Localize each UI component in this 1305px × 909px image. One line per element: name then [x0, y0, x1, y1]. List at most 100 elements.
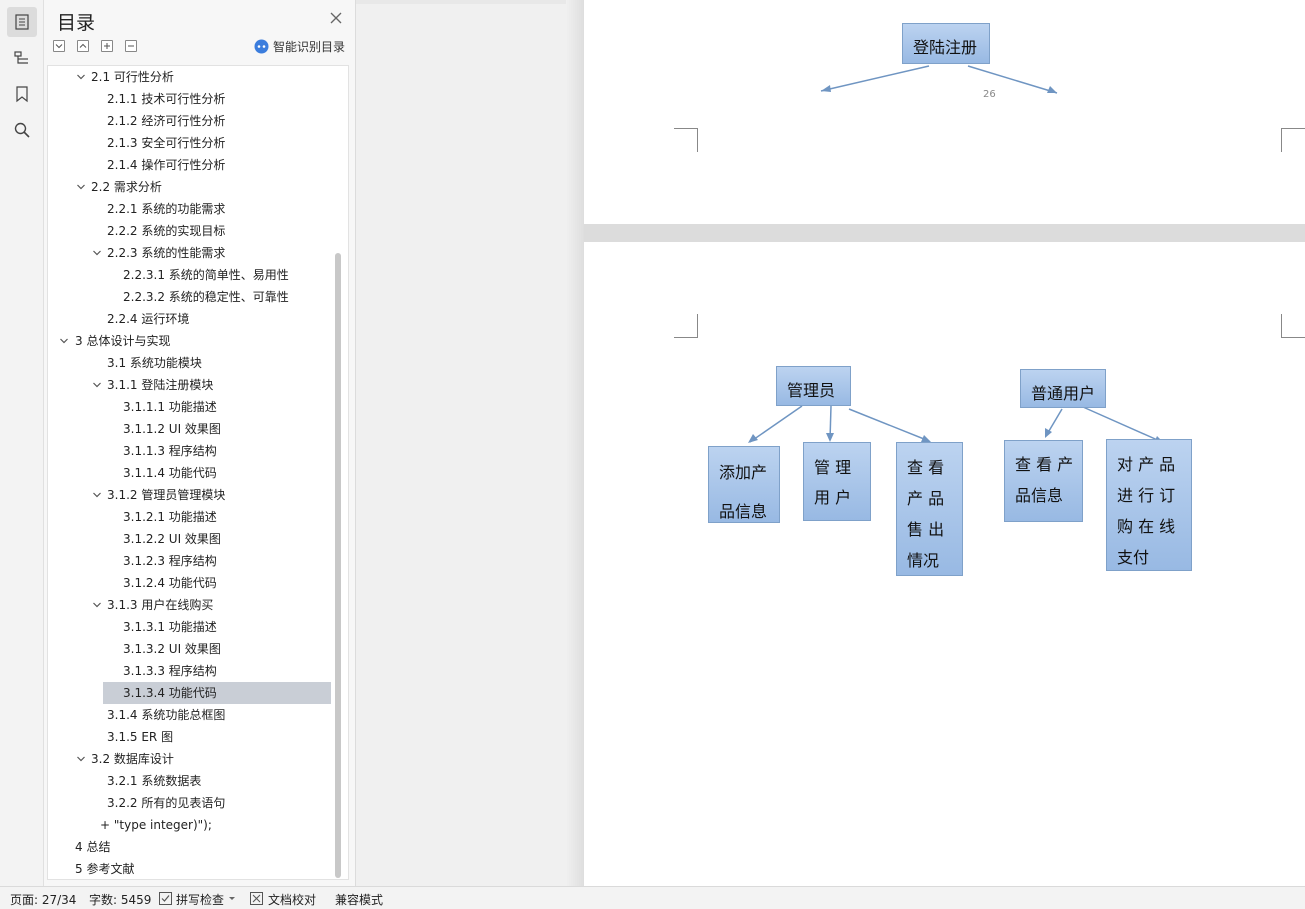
toc-item[interactable]: 3.1.1.2 UI 效果图 — [48, 418, 338, 440]
toc-item[interactable]: 3 总体设计与实现 — [48, 330, 338, 352]
document-area[interactable]: 登陆注册 26 管理员 — [356, 0, 1305, 886]
chevron-down-icon — [55, 44, 63, 49]
document-page-1[interactable]: 登陆注册 26 — [584, 0, 1305, 224]
toc-item[interactable]: 2.2 需求分析 — [48, 176, 338, 198]
toc-item[interactable]: 2.1.3 安全可行性分析 — [48, 132, 338, 154]
toc-item-label: 2.2.3.2 系统的稳定性、可靠性 — [123, 290, 289, 304]
toc-item[interactable]: 3.1.1.4 功能代码 — [48, 462, 338, 484]
toc-scrollbar[interactable] — [335, 253, 341, 878]
smart-toc-label: 智能识别目录 — [273, 40, 346, 54]
smart-toc-button[interactable]: 智能识别目录 — [254, 38, 345, 55]
toc-item[interactable]: 3.1.5 ER 图 — [48, 726, 338, 748]
page-indicator[interactable]: 页面: 27/34 — [10, 893, 77, 907]
toc-item[interactable]: 3.1.2.3 程序结构 — [48, 550, 338, 572]
caret-down-icon[interactable] — [228, 892, 236, 905]
toc-item[interactable]: 3.1.3.1 功能描述 — [48, 616, 338, 638]
normal-user-box: 普通用户 — [1020, 369, 1106, 408]
order-pay-line-1: 对 产 品 — [1117, 455, 1176, 474]
toc-item[interactable]: 2.2.3.1 系统的简单性、易用性 — [48, 264, 338, 286]
toc-item[interactable]: 3.2.1 系统数据表 — [48, 770, 338, 792]
toc-item[interactable]: 3.1.3 用户在线购买 — [48, 594, 338, 616]
chevron-down-icon[interactable] — [59, 336, 69, 346]
toc-item[interactable]: 2.2.3.2 系统的稳定性、可靠性 — [48, 286, 338, 308]
toc-item[interactable]: 2.1.1 技术可行性分析 — [48, 88, 338, 110]
chevron-up-icon — [79, 43, 87, 48]
toc-item[interactable]: 3.1.1.3 程序结构 — [48, 440, 338, 462]
order-pay-line-2: 进 行 订 — [1117, 486, 1176, 505]
order-pay-line-4: 支付 — [1117, 548, 1150, 567]
toc-icon[interactable] — [7, 7, 37, 37]
toc-item[interactable]: 5 参考文献 — [48, 858, 338, 879]
toc-item-label: 2.2.4 运行环境 — [107, 312, 190, 326]
add-product-line-2: 品信息 — [719, 502, 768, 521]
page-shadow — [566, 0, 584, 886]
ai-icon — [254, 39, 269, 54]
chevron-down-icon[interactable] — [76, 754, 86, 764]
toc-item-label: 3.1.3.1 功能描述 — [123, 620, 217, 634]
toc-item[interactable]: 3.1.2.2 UI 效果图 — [48, 528, 338, 550]
collapse-all-button[interactable] — [77, 40, 89, 52]
bookmark-icon[interactable] — [7, 79, 37, 109]
login-register-label: 登陆注册 — [913, 38, 978, 57]
toc-item[interactable]: 3.1 系统功能模块 — [48, 352, 338, 374]
toc-item[interactable]: 2.1.2 经济可行性分析 — [48, 110, 338, 132]
toc-item[interactable]: 3.1.3.3 程序结构 — [48, 660, 338, 682]
toc-item-label: 3.1.2 管理员管理模块 — [107, 488, 226, 502]
view-sales-box: 查 看 产 品 售 出 情况 — [896, 442, 963, 576]
toc-item[interactable]: 3.1.4 系统功能总框图 — [48, 704, 338, 726]
chevron-down-icon[interactable] — [76, 182, 86, 192]
toc-item-label: 2.2 需求分析 — [91, 180, 162, 194]
remove-heading-button[interactable] — [125, 40, 137, 52]
toc-item-label: 3.1.5 ER 图 — [107, 730, 174, 744]
toc-item-label: 3.1.3.2 UI 效果图 — [123, 642, 221, 656]
spellcheck-button[interactable]: 拼写检查 — [176, 893, 225, 907]
toc-item[interactable]: 3.1.1 登陆注册模块 — [48, 374, 338, 396]
chevron-down-icon[interactable] — [76, 72, 86, 82]
close-icon[interactable] — [328, 10, 344, 26]
toc-item-label: 3 总体设计与实现 — [75, 334, 171, 348]
margin-corner-mark — [1281, 314, 1305, 338]
outline-icon[interactable] — [7, 43, 37, 73]
chevron-down-icon[interactable] — [92, 600, 102, 610]
toc-item[interactable]: 3.2 数据库设计 — [48, 748, 338, 770]
toc-item[interactable]: 2.2.3 系统的性能需求 — [48, 242, 338, 264]
toc-item[interactable]: 3.1.3.4 功能代码 — [103, 682, 331, 704]
toc-item[interactable]: 3.1.1.1 功能描述 — [48, 396, 338, 418]
toc-item[interactable]: 3.1.2.1 功能描述 — [48, 506, 338, 528]
proofread-button[interactable]: 文档校对 — [268, 893, 317, 907]
toc-item[interactable]: 2.2.2 系统的实现目标 — [48, 220, 338, 242]
view-sales-line-4: 情况 — [907, 551, 940, 570]
toc-item[interactable]: + "type integer)"); — [48, 814, 338, 836]
normal-user-label: 普通用户 — [1031, 384, 1096, 403]
toc-item[interactable]: 4 总结 — [48, 836, 338, 858]
expand-all-button[interactable] — [53, 40, 65, 52]
toc-item[interactable]: 2.1 可行性分析 — [48, 66, 338, 88]
chevron-down-icon[interactable] — [92, 490, 102, 500]
toc-item[interactable]: 3.2.2 所有的见表语句 — [48, 792, 338, 814]
toc-item[interactable]: 2.2.1 系统的功能需求 — [48, 198, 338, 220]
toc-item-label: 3.1.2.4 功能代码 — [123, 576, 217, 590]
toc-item-label: 2.1 可行性分析 — [91, 70, 174, 84]
toc-item[interactable]: 3.1.2 管理员管理模块 — [48, 484, 338, 506]
search-icon[interactable] — [7, 115, 37, 145]
toc-item-label: 3.1.1.3 程序结构 — [123, 444, 217, 458]
word-count[interactable]: 字数: 5459 — [89, 893, 152, 907]
chevron-down-icon[interactable] — [92, 248, 102, 258]
toc-item[interactable]: 2.1.4 操作可行性分析 — [48, 154, 338, 176]
chevron-down-icon[interactable] — [92, 380, 102, 390]
view-sales-line-2: 产 品 — [907, 489, 945, 508]
document-page-2[interactable]: 管理员 普通用户 添加产 品信息 管 理 用 户 查 看 产 品 售 出 情况 … — [584, 242, 1305, 886]
admin-box: 管理员 — [776, 366, 851, 406]
view-product-line-2: 品信息 — [1015, 486, 1064, 505]
add-heading-button[interactable] — [101, 40, 113, 52]
order-pay-line-3: 购 在 线 — [1117, 517, 1176, 536]
toc-item[interactable]: 2.2.4 运行环境 — [48, 308, 338, 330]
navigation-rail — [0, 0, 44, 886]
page-gap — [584, 224, 1305, 242]
toc-title: 目录 — [57, 12, 96, 34]
toc-item[interactable]: 3.1.2.4 功能代码 — [48, 572, 338, 594]
toc-item[interactable]: 3.1.3.2 UI 效果图 — [48, 638, 338, 660]
